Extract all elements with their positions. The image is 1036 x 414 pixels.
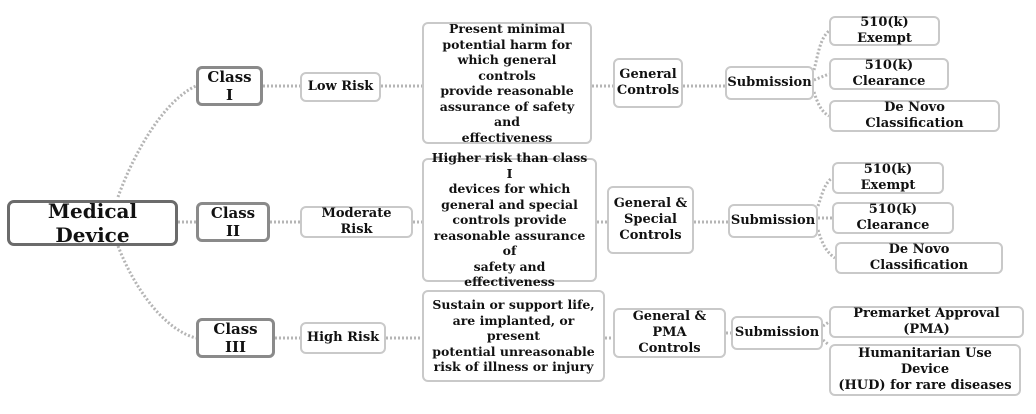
connector-root-class3 <box>116 245 197 340</box>
class-1-risk-node: Low Risk <box>300 72 381 102</box>
class-2-pathway-510k-clearance: 510(k) Clearance <box>832 202 954 234</box>
medical-device-node: Medical Device <box>7 199 178 247</box>
class-1-description: Present minimal potential harm for which… <box>422 21 592 145</box>
class-1-pathway-510k-exempt: 510(k) Exempt <box>829 15 940 46</box>
class-3-submission-node: Submission <box>731 316 823 350</box>
class-2-controls-node: General & Special Controls <box>607 186 694 254</box>
class-2-description: Higher risk than class I devices for whi… <box>422 150 597 289</box>
class-3-pathway-pma: Premarket Approval (PMA) <box>829 306 1024 338</box>
connector-sub3-p2 <box>822 338 830 347</box>
class-1-pathway-de-novo: De Novo Classification <box>829 100 1000 132</box>
class-2-submission-node: Submission <box>728 204 818 238</box>
class-1-node: Class I <box>196 66 263 106</box>
connector-sub1-p1 <box>812 29 831 71</box>
class-2-pathway-de-novo: De Novo Classification <box>835 242 1003 274</box>
connector-sub2-p3 <box>816 229 836 260</box>
connector-sub1-p3 <box>812 91 830 118</box>
class-3-node: Class III <box>196 318 275 358</box>
class-1-submission-node: Submission <box>725 66 814 100</box>
class-2-node: Class II <box>196 202 270 242</box>
connector-sub3-p1 <box>822 320 830 328</box>
connector-sub1-p2 <box>813 72 830 82</box>
class-3-pathway-hud: Humanitarian Use Device (HUD) for rare d… <box>829 344 1021 396</box>
class-3-description: Sustain or support life, are implanted, … <box>422 290 605 382</box>
connector-sub2-p1 <box>816 176 833 207</box>
connector-root-class1 <box>116 84 197 198</box>
class-2-pathway-510k-exempt: 510(k) Exempt <box>832 162 944 194</box>
class-1-controls-node: General Controls <box>613 58 683 108</box>
class-3-risk-node: High Risk <box>300 322 386 354</box>
class-2-risk-node: Moderate Risk <box>300 206 413 238</box>
class-1-pathway-510k-clearance: 510(k) Clearance <box>829 58 949 90</box>
class-3-controls-node: General & PMA Controls <box>613 308 726 358</box>
